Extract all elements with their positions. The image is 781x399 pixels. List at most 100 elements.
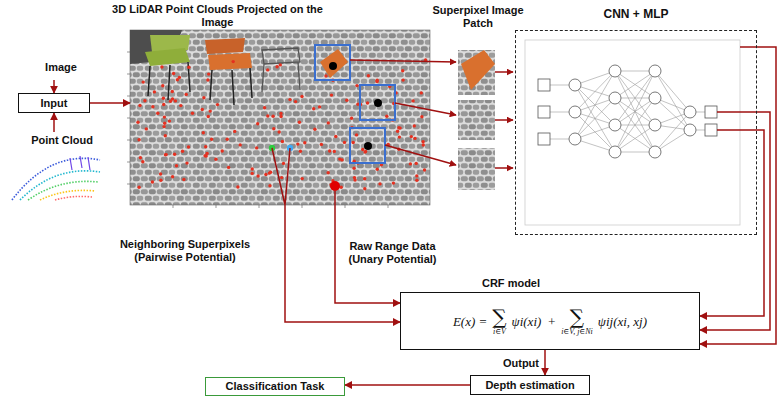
lidar-point bbox=[137, 138, 140, 141]
heading: CNN + MLP bbox=[576, 7, 696, 21]
lidar-point bbox=[161, 84, 164, 87]
lidar-point bbox=[353, 176, 356, 179]
node-text: Classification Task bbox=[226, 380, 325, 393]
lidar-point bbox=[385, 115, 388, 118]
lidar-point bbox=[172, 72, 175, 75]
node-text: Point Cloud bbox=[16, 134, 108, 147]
lidar-point bbox=[171, 97, 174, 100]
label-holder: Neighboring Superpixels (Pairwise Potent… bbox=[110, 238, 260, 264]
lidar-point bbox=[207, 115, 210, 118]
lidar-point bbox=[350, 117, 353, 120]
sum-index: i∈V, j∈Ni bbox=[561, 327, 593, 336]
chair-legs bbox=[210, 68, 252, 105]
node-text: Image bbox=[28, 61, 94, 74]
network-unit bbox=[569, 79, 581, 91]
patch-arrow bbox=[495, 71, 513, 73]
task-box: Classification Task bbox=[205, 377, 345, 396]
lidar-point bbox=[352, 167, 355, 170]
lidar-point bbox=[182, 178, 185, 181]
lidar-point bbox=[355, 133, 358, 136]
lidar-point bbox=[173, 153, 176, 156]
lidar-point bbox=[233, 130, 236, 133]
lidar-point bbox=[398, 135, 401, 138]
scan-line bbox=[12, 158, 100, 200]
output-stub bbox=[717, 47, 757, 130]
heading-holder: 3D LiDAR Point Clouds Projected on the I… bbox=[110, 3, 325, 29]
lidar-point bbox=[266, 68, 269, 71]
superpixel-centre bbox=[329, 62, 337, 70]
lidar-point bbox=[312, 107, 315, 110]
sum-sign: ∑ bbox=[570, 307, 584, 327]
superpixel-box bbox=[360, 85, 395, 120]
lidar-point bbox=[263, 106, 266, 109]
grey-chair bbox=[262, 48, 300, 92]
lidar-point bbox=[355, 84, 358, 87]
lidar-point bbox=[423, 168, 426, 171]
lidar-point bbox=[301, 177, 304, 180]
connector bbox=[53, 80, 55, 93]
lidar-point bbox=[256, 174, 259, 177]
connector bbox=[90, 102, 130, 104]
lidar-point bbox=[210, 138, 213, 141]
network-unit bbox=[609, 92, 621, 104]
lidar-point bbox=[151, 105, 154, 108]
network-link bbox=[615, 125, 655, 152]
lidar-point bbox=[364, 150, 367, 153]
lidar-point bbox=[202, 131, 205, 134]
network-units bbox=[538, 65, 717, 158]
formula-term: E(x) = bbox=[453, 314, 487, 329]
lidar-point bbox=[410, 135, 413, 138]
lidar-point bbox=[159, 172, 162, 175]
patch-arrow bbox=[495, 119, 513, 121]
caption-label: Superpixel Image Patch bbox=[423, 4, 533, 30]
lidar-point bbox=[401, 78, 404, 81]
lidar-point bbox=[139, 156, 142, 159]
lidar-point bbox=[300, 95, 303, 98]
network-link bbox=[655, 71, 690, 112]
node-text: Depth estimation bbox=[485, 379, 574, 392]
network-link bbox=[575, 71, 615, 112]
lidar-point bbox=[221, 149, 224, 152]
lidar-point bbox=[409, 162, 412, 165]
network-unit bbox=[569, 133, 581, 145]
camera-image bbox=[127, 30, 430, 208]
lidar-point bbox=[268, 184, 271, 187]
superpixel-centre bbox=[364, 142, 372, 150]
network-link bbox=[615, 71, 655, 98]
patch-arrow bbox=[395, 103, 456, 115]
heading-holder: CRF model bbox=[471, 277, 551, 290]
lidar-point bbox=[163, 115, 166, 118]
heading: CRF model bbox=[471, 277, 551, 290]
network-port bbox=[538, 106, 550, 118]
lidar-point bbox=[251, 167, 254, 170]
lidar-point bbox=[278, 130, 281, 133]
lidar-point bbox=[352, 141, 355, 144]
caption-label: Raw Range Data (Unary Potential) bbox=[340, 240, 445, 266]
lidar-point bbox=[324, 74, 327, 77]
lidar-point bbox=[340, 186, 343, 189]
network-unit bbox=[684, 124, 696, 136]
network-figure bbox=[525, 40, 740, 225]
lidar-point bbox=[343, 141, 346, 144]
network-unit bbox=[649, 92, 661, 104]
network-unit bbox=[609, 65, 621, 77]
lidar-point bbox=[266, 114, 269, 117]
lidar-point bbox=[185, 161, 188, 164]
lidar-point bbox=[272, 127, 275, 130]
lidar-point bbox=[179, 104, 182, 107]
lidar-point bbox=[178, 76, 181, 79]
unary-leader bbox=[334, 191, 336, 205]
lidar-point bbox=[422, 143, 425, 146]
process-box: Input bbox=[18, 93, 90, 113]
lidar-point bbox=[421, 140, 424, 143]
sum-index: i∈V bbox=[493, 327, 506, 336]
lidar-point bbox=[256, 122, 259, 125]
lidar-point bbox=[163, 122, 166, 125]
sum-group: ∑i∈V, j∈Ni bbox=[561, 307, 593, 336]
lidar-point bbox=[162, 125, 165, 128]
lidar-point bbox=[279, 115, 282, 118]
point-cloud bbox=[12, 156, 100, 200]
lidar-point bbox=[340, 158, 343, 161]
image-panel: 3D LiDAR Point Clouds Projected on the I… bbox=[130, 30, 430, 205]
lidar-point bbox=[398, 126, 401, 129]
